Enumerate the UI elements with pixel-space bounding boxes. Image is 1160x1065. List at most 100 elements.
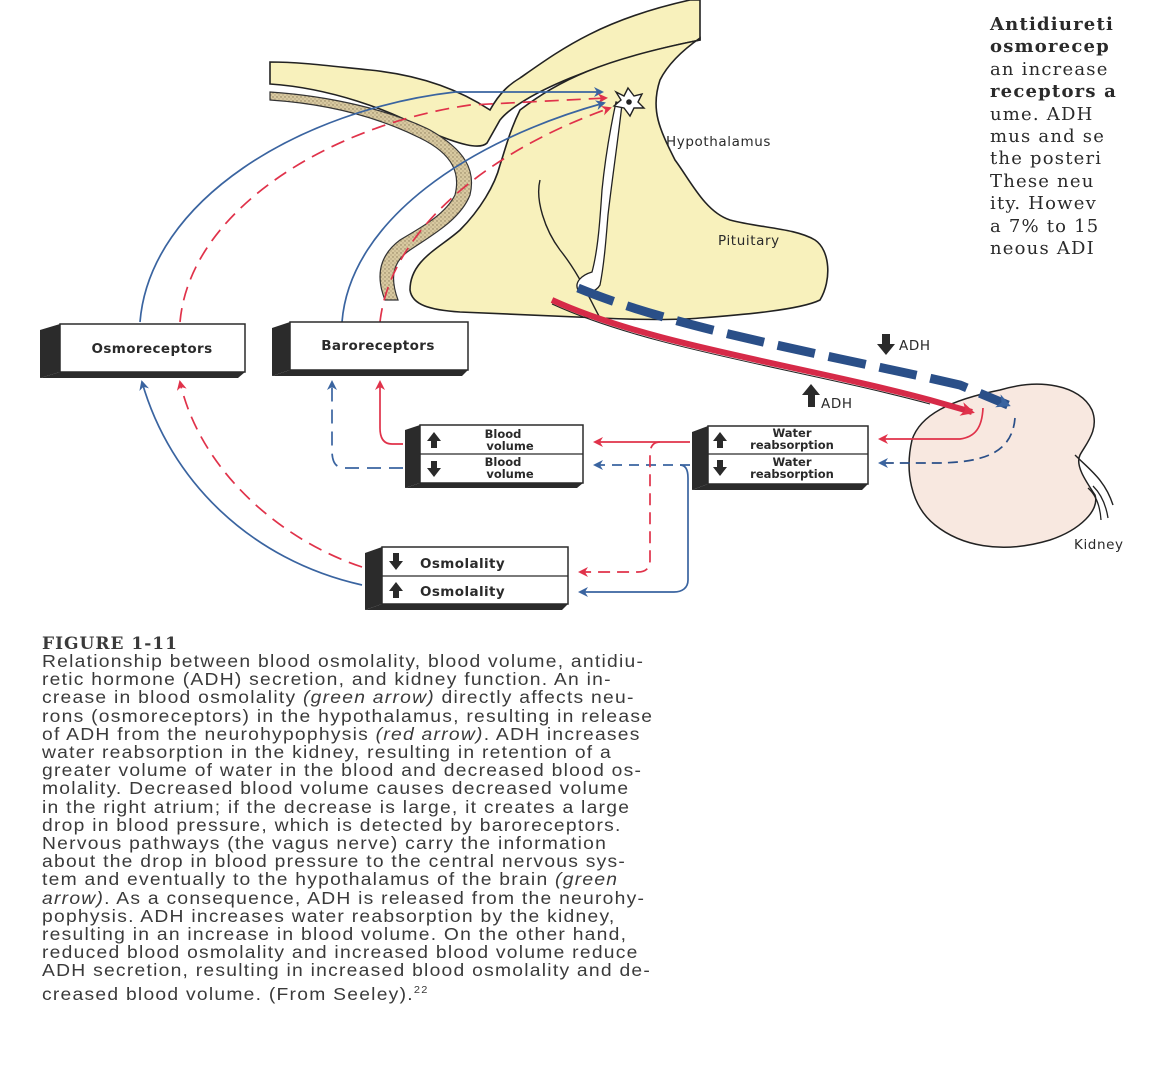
body-text-line: an increase [990,58,1109,80]
figure-label: FIGURE 1-11 [42,634,178,654]
caption-emphasis: (red arrow) [375,724,484,745]
caption-text: Nervous pathways (the vagus nerve) carry… [42,834,608,854]
caption-line: in the right atrium; if the decrease is … [42,797,922,818]
water-reabsorption-down-line2: reabsorption [750,467,834,481]
caption-line: pophysis. ADH increases water reabsorpti… [42,906,922,927]
blood-volume-up-line2: volume [486,439,534,453]
body-text-line: a 7% to 15 [990,215,1100,237]
caption-line: rons (osmoreceptors) in the hypothalamus… [42,706,922,727]
body-text-line: Antidiureti [990,14,1115,35]
caption-line: tem and eventually to the hypothalamus o… [42,870,922,891]
body-text-line: osmorecep [990,36,1110,58]
caption-line: Nervous pathways (the vagus nerve) carry… [42,834,922,854]
water-reabsorption-up-line1: Water [772,426,811,440]
up-arrow-icon [427,432,441,448]
caption-emphasis: arrow) [42,888,105,909]
caption-line: reduced blood osmolality and increased b… [42,944,922,962]
osmolality-box: Osmolality Osmolality [365,546,569,610]
kidney-to-water-red [878,407,984,444]
adh-regulation-diagram: Hypothalamus Pituitary Kidney ADH ADH Os… [40,0,1124,610]
pituitary-lobe [409,36,829,321]
caption-line: of ADH from the neurohypophysis (red arr… [42,724,922,745]
caption-text: greater volume of water in the blood and… [42,761,643,781]
caption-line: ADH secretion, resulting in increased bl… [42,961,922,982]
caption-text: . ADH increases [483,724,641,745]
caption-body: Relationship between blood osmolality, b… [42,652,922,1005]
caption-line: about the drop in blood pressure to the … [42,852,922,872]
label-hypothalamus: Hypothalamus [666,134,771,150]
citation-superscript: 22 [413,984,429,996]
osmolality-to-osmoreceptors-red [176,380,363,568]
caption-line: resulting in an increase in blood volume… [42,925,922,945]
caption-text: creased blood volume. (From Seeley). [42,984,414,1005]
water-reabsorption-up-line2: reabsorption [750,438,834,452]
caption-text: rons (osmoreceptors) in the hypothalamus… [42,706,654,727]
osmolality-up-label: Osmolality [420,584,505,600]
figure-caption: FIGURE 1-11 Relationship between blood o… [42,634,922,1005]
body-text-line: mus and se [990,126,1106,148]
label-kidney: Kidney [1074,537,1124,553]
blood-volume-down-line2: volume [486,467,534,481]
body-text-line: the posteri [990,148,1103,170]
adh-decrease-label: ADH [877,334,931,355]
caption-line: greater volume of water in the blood and… [42,761,922,781]
blood-volume-to-baroreceptors-blue [327,380,403,469]
caption-line: crease in blood osmolality (green arrow)… [42,688,922,709]
kidney-hilum-vessel [1074,454,1114,506]
neuron-cell-body-icon [612,86,646,118]
caption-text: Relationship between blood osmolality, b… [42,652,645,672]
adh-down-text: ADH [899,338,931,354]
body-text-line: ume. ADH [990,103,1094,125]
caption-text: ADH secretion, resulting in increased bl… [42,961,652,982]
baroreceptors-box: Baroreceptors [272,321,469,376]
caption-text: drop in blood pressure, which is detecte… [42,815,622,836]
body-text-line: ity. Howev [990,193,1097,215]
posterior-lobe-boundary [538,179,601,319]
adh-up-text: ADH [821,396,853,412]
blood-volume-box: Blood volume Blood volume [405,424,584,488]
caption-text: pophysis. ADH increases water reabsorpti… [42,906,616,927]
water-reabsorption-box: Water reabsorption Water reabsorption [692,425,869,490]
water-reabsorption-down-line1: Water [772,455,811,469]
blood-volume-down-line1: Blood [485,455,522,469]
blood-volume-up-line1: Blood [485,427,522,441]
baroreceptors-label: Baroreceptors [321,338,435,354]
caption-text: resulting in an increase in blood volume… [42,925,628,945]
caption-line: arrow). As a consequence, ADH is release… [42,888,922,909]
caption-line: retic hormone (ADH) secretion, and kidne… [42,670,922,690]
osmoreceptor-to-hypothalamus-blue [139,87,604,323]
kidney-to-water-blue [878,417,1016,468]
osmoreceptors-label: Osmoreceptors [91,341,212,357]
blood-volume-to-baroreceptors-red [375,380,403,445]
body-text-line: neous ADI [990,238,1095,260]
caption-text: tem and eventually to the hypothalamus o… [42,870,556,891]
down-arrow-icon [877,334,895,355]
osmoreceptors-box: Osmoreceptors [40,323,246,378]
down-arrow-icon [389,553,403,570]
caption-text: in the right atrium; if the decrease is … [42,797,631,818]
osmoreceptor-to-hypothalamus-red [179,93,608,323]
up-arrow-icon [389,582,403,598]
baroreceptor-to-hypothalamus-blue [341,100,606,323]
caption-text: retic hormone (ADH) secretion, and kidne… [42,670,612,690]
caption-text: about the drop in blood pressure to the … [42,852,627,872]
meninges-band [269,91,473,301]
body-text-line: receptors a [990,81,1118,103]
kidney-outline [908,383,1097,548]
adh-increase-pathway-red [550,297,975,416]
kidney [908,383,1114,548]
caption-line: Relationship between blood osmolality, b… [42,652,922,672]
osmolality-down-label: Osmolality [420,556,505,572]
caption-text: molality. Decreased blood volume causes … [42,779,630,800]
adh-increase-label: ADH [802,384,853,412]
water-to-osmolality-red [578,441,661,577]
label-pituitary: Pituitary [718,233,780,249]
body-text-line: These neu [990,170,1095,192]
caption-emphasis: (green [555,870,619,891]
caption-text: crease in blood osmolality [42,688,303,709]
up-arrow-icon [802,384,820,407]
caption-line: drop in blood pressure, which is detecte… [42,815,922,836]
caption-emphasis: (green arrow) [302,688,435,709]
caption-line: creased blood volume. (From Seeley).22 [42,982,922,1004]
